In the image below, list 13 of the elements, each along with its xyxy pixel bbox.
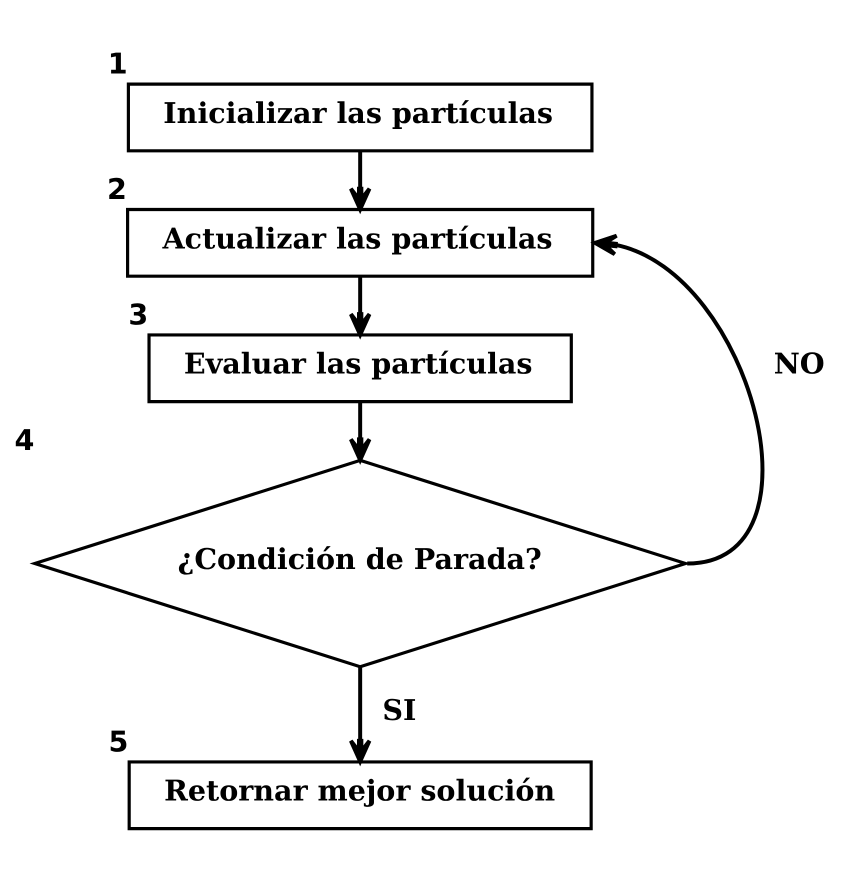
edge-label: NO: [774, 346, 825, 380]
node-box: Inicializar las partículas: [126, 82, 594, 152]
node-label: 4: [14, 422, 34, 456]
edge-label: SI: [382, 692, 416, 726]
node-box: Retornar mejor solución: [128, 760, 593, 830]
node-label: 5: [108, 724, 128, 758]
node-box: Actualizar las partículas: [126, 207, 594, 278]
node-label: 1: [108, 46, 128, 80]
node-box: Evaluar las partículas: [147, 332, 573, 403]
arrow: [348, 276, 372, 336]
node-label: 3: [128, 296, 148, 331]
arrow: [593, 233, 764, 565]
node-label: 2: [106, 172, 127, 206]
